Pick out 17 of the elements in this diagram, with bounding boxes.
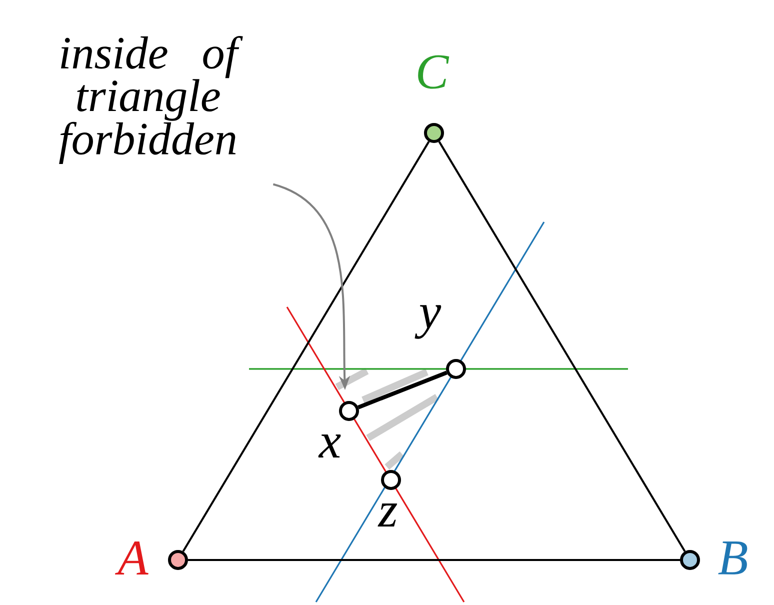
point-marker: [424, 123, 444, 143]
point-marker: [680, 550, 700, 570]
point-label: A: [115, 541, 148, 574]
point-label: y: [414, 305, 442, 339]
point-label: C: [418, 55, 450, 89]
point-marker: [446, 358, 466, 379]
point-label: x: [318, 434, 341, 458]
triangle-side: [188, 558, 680, 561]
segment: [358, 370, 448, 410]
point-label: B: [718, 542, 748, 574]
point-marker: [168, 550, 188, 570]
triangle-side: [438, 141, 686, 552]
point-marker: [381, 470, 401, 490]
triangle-side: [182, 141, 430, 552]
point-label: z: [378, 504, 398, 526]
point-marker: [339, 400, 359, 421]
annotation-text: inside of triangle forbidden: [59, 36, 243, 164]
